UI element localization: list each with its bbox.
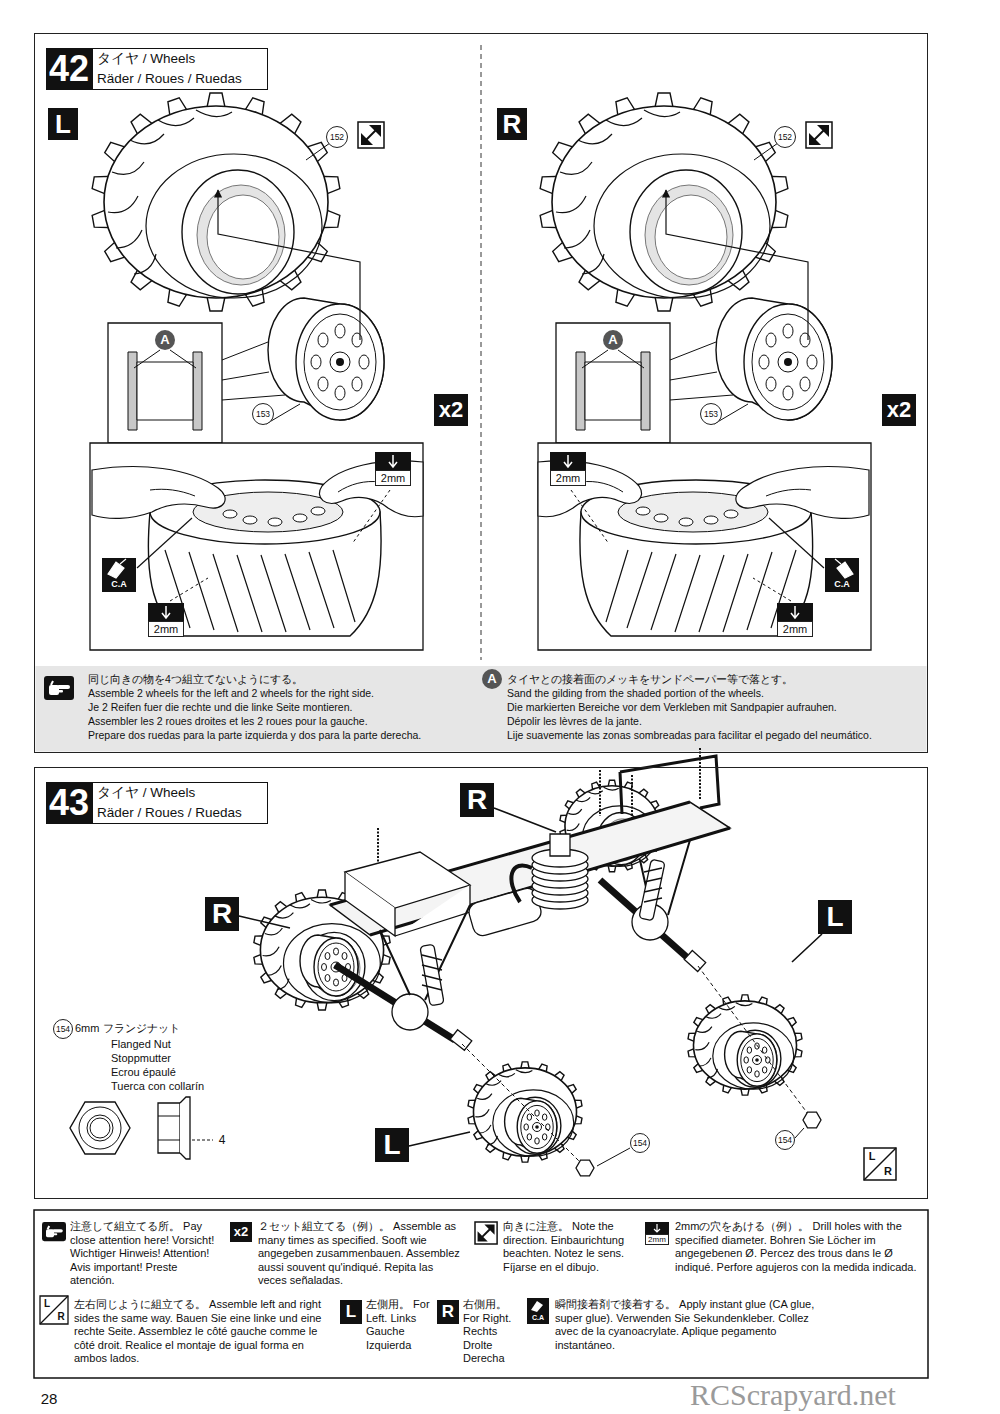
drill-size: 2mm [550, 470, 586, 486]
step-number: 42 [46, 48, 92, 90]
quantity-badge: x2 [882, 394, 916, 426]
step-number: 43 [46, 782, 92, 824]
step-title: Räder / Roues / Ruedas [92, 69, 268, 90]
step-title: タイヤ / Wheels [92, 782, 268, 803]
note-text: Sand the gilding from the shaded portion… [507, 686, 922, 700]
note-text: 同じ向きの物を4つ組立てないようにする。 [88, 672, 476, 686]
legend-symbol: x2 [230, 1222, 252, 1242]
legend-symbol: R [437, 1300, 459, 1324]
legend-text: 注意して組立てる所。 Pay close attention here! Vor… [70, 1220, 225, 1288]
side-badge: R [460, 783, 494, 817]
side-letter: R [882, 1165, 894, 1178]
legend-text: 向きに注意。 Note the direction. Einbaurichtun… [503, 1220, 639, 1274]
callout-number: 152 [326, 126, 348, 148]
note-text: Assembler les 2 roues droites et les 2 r… [88, 714, 476, 728]
note-text: タイヤとの接着面のメッキをサンドペーパー等で落とす。 [507, 672, 922, 686]
legend-text: 左右同じように組立てる。 Assemble left and right sid… [74, 1298, 334, 1366]
legend-text: 右側用。 For Right. Rechts Drolte Derecha [463, 1298, 523, 1366]
drill-size: 2mm [777, 621, 813, 637]
side-badge: R [205, 897, 239, 931]
side-badge: L [48, 108, 78, 140]
step-title: タイヤ / Wheels [92, 48, 268, 69]
detail-marker: A [155, 330, 175, 350]
part-name: Flanged Nut [111, 1037, 235, 1051]
legend-symbol: L [340, 1300, 362, 1324]
glue-symbol: C.A [104, 578, 134, 590]
note-text: Die markierten Bereiche vor dem Verklebe… [507, 700, 922, 714]
legend-text: ２セット組立てる（例）。 Assemble as many times as s… [258, 1220, 463, 1288]
callout-number: 153 [700, 403, 722, 425]
detail-marker: A [482, 669, 502, 689]
note-text: Assemble 2 wheels for the left and 2 whe… [88, 686, 476, 700]
note-box: 同じ向きの物を4つ組立てないようにする。Assemble 2 wheels fo… [35, 666, 926, 751]
part-name: 6mm フランジナット [75, 1021, 235, 1035]
legend-text: 瞬間接着剤で接着する。 Apply instant glue (CA glue,… [555, 1298, 823, 1352]
callout-number: 154 [630, 1133, 650, 1153]
part-inset-box: 6mm フランジナット Flanged NutStoppmutterEcrou é… [47, 1013, 238, 1170]
note-text: Dépolir les lèvres de la jante. [507, 714, 922, 728]
legend-symbol: R [56, 1311, 66, 1322]
note-text: Prepare dos ruedas para la parte izquier… [88, 728, 476, 742]
callout-number: 154 [53, 1019, 73, 1039]
callout-number: 153 [252, 403, 274, 425]
side-badge: R [497, 108, 527, 140]
side-badge: L [818, 900, 852, 934]
step-title: Räder / Roues / Ruedas [92, 803, 268, 824]
drill-size: 2mm [375, 470, 411, 486]
part-name: Ecrou épaulé [111, 1065, 235, 1079]
glue-symbol: C.A [827, 578, 857, 590]
note-text: Lije suavemente las zonas sombreadas par… [507, 728, 922, 742]
quantity-badge: x2 [434, 394, 468, 426]
drill-size: 2mm [148, 621, 184, 637]
legend-symbol: 2mm [645, 1234, 669, 1245]
legend-text: 2mmの穴をあける（例）。 Drill holes with the speci… [675, 1220, 923, 1274]
part-name: Tuerca con collarín [111, 1079, 235, 1093]
legend-symbol: L [42, 1298, 52, 1309]
note-text: Je 2 Reifen fuer die rechte und die link… [88, 700, 476, 714]
callout-number: 152 [774, 126, 796, 148]
callout-number: 154 [775, 1130, 795, 1150]
legend-symbol: C.A [527, 1313, 549, 1323]
side-letter: L [866, 1150, 878, 1163]
step-panel: 43タイヤ / WheelsRäder / Roues / Ruedas 6mm … [34, 767, 928, 1199]
page-number: 28 [34, 1390, 64, 1408]
side-badge: L [375, 1128, 409, 1162]
legend-text: 左側用。 For Left. Links Gauche Izquierda [366, 1298, 432, 1352]
detail-marker: A [603, 330, 623, 350]
part-name: Stoppmutter [111, 1051, 235, 1065]
dimension: 4 [216, 1132, 228, 1148]
watermark: RCScrapyard.net [690, 1379, 990, 1411]
